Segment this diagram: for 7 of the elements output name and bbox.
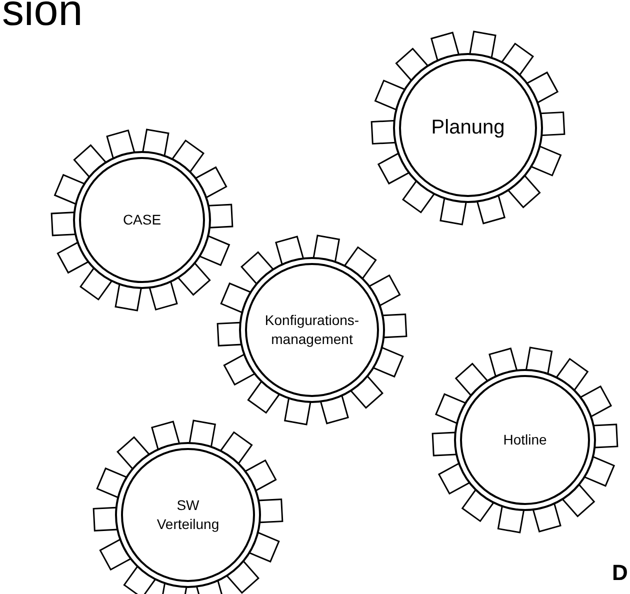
gear-label: Konfigurations- management xyxy=(264,311,360,349)
cut-off-text: D xyxy=(612,560,628,586)
title-fragment: sion xyxy=(2,0,83,36)
gear-label: CASE xyxy=(122,210,162,230)
gear-label: SW Verteilung xyxy=(156,496,220,534)
gear-label: Planung xyxy=(430,116,506,140)
gear-label: Hotline xyxy=(502,430,548,450)
